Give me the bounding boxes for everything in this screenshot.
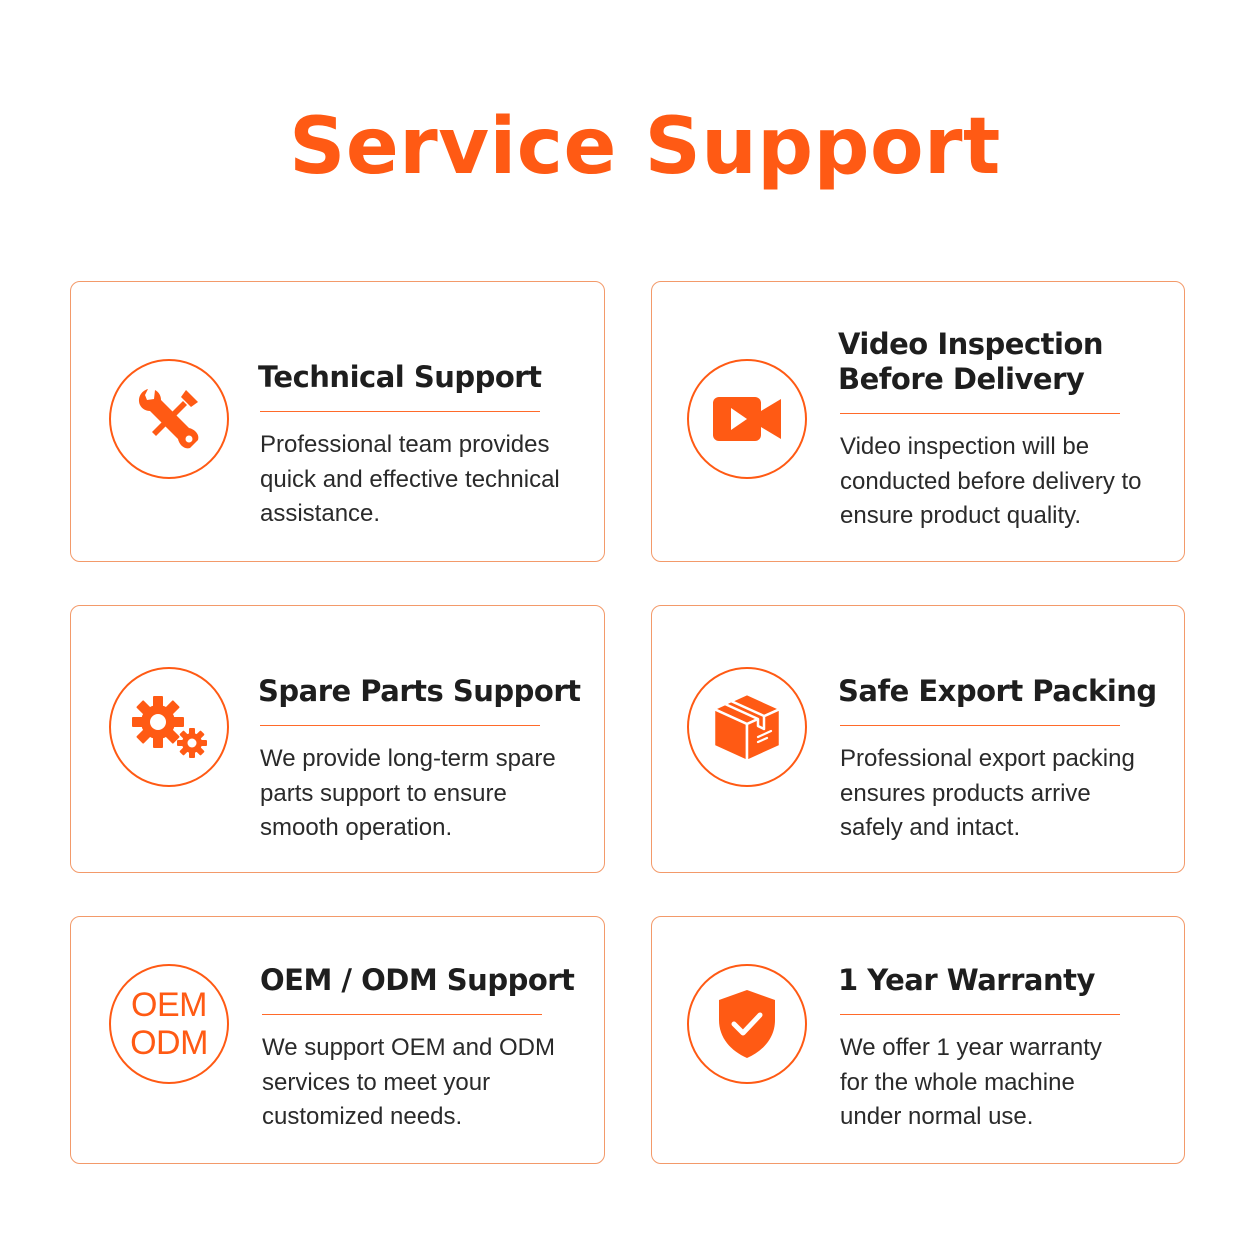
icon-circle — [109, 359, 229, 479]
card-title: Technical Support — [258, 360, 542, 394]
card-title: Safe Export Packing — [838, 674, 1157, 708]
title-divider — [260, 725, 540, 726]
card-description: Professional team provides quick and eff… — [260, 431, 560, 527]
service-card-export-packing: Safe Export Packing Professional export … — [651, 605, 1185, 873]
service-card-oem-odm: OEM ODM OEM / ODM Support We support OEM… — [70, 916, 605, 1164]
title-divider — [840, 413, 1120, 414]
gears-icon — [132, 696, 207, 758]
card-description: We offer 1 year warranty for the whole m… — [840, 1034, 1102, 1130]
wrench-screwdriver-icon — [138, 389, 199, 449]
card-title: OEM / ODM Support — [260, 963, 575, 997]
package-box-icon — [712, 692, 782, 763]
page-title: Service Support — [289, 102, 1001, 192]
card-title: Spare Parts Support — [258, 674, 581, 708]
card-title: 1 Year Warranty — [838, 963, 1095, 997]
card-description: We support OEM and ODM services to meet … — [262, 1034, 555, 1130]
shield-check-icon — [719, 990, 775, 1058]
service-card-warranty: 1 Year Warranty We offer 1 year warranty… — [651, 916, 1185, 1164]
title-divider — [840, 725, 1120, 726]
video-camera-icon — [713, 397, 781, 441]
card-description: We provide long-term spare parts support… — [260, 745, 556, 841]
card-description: Professional export packing ensures prod… — [840, 745, 1135, 841]
card-title: Video Inspection Before Delivery — [838, 327, 1104, 396]
icon-circle — [687, 964, 807, 1084]
service-card-spare-parts: Spare Parts Support We provide long-term… — [70, 605, 605, 873]
service-card-video-inspection: Video Inspection Before Delivery Video i… — [651, 281, 1185, 562]
icon-circle — [687, 667, 807, 787]
icon-circle — [109, 667, 229, 787]
oem-odm-icon: OEM ODM — [109, 964, 229, 1084]
service-card-technical-support: Technical Support Professional team prov… — [70, 281, 605, 562]
title-divider — [840, 1014, 1120, 1015]
icon-circle — [687, 359, 807, 479]
title-divider — [262, 1014, 542, 1015]
title-divider — [260, 411, 540, 412]
card-description: Video inspection will be conducted befor… — [840, 433, 1142, 529]
